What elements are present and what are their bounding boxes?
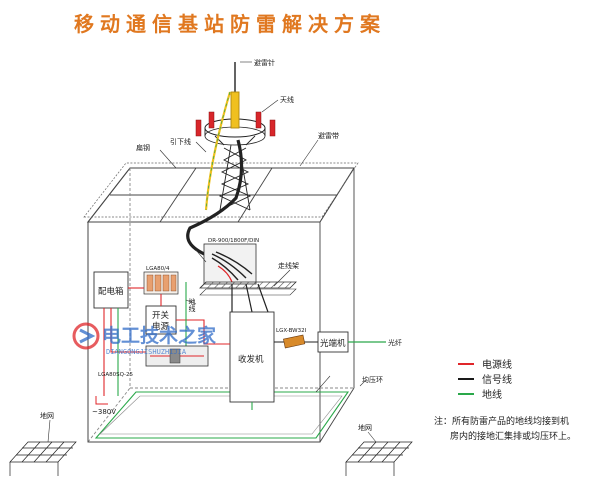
equipotential-ring-label: 均压环 <box>362 375 383 384</box>
antenna-label: 天线 <box>280 95 294 104</box>
lightning-rod-label: 避雷针 <box>254 58 275 67</box>
feeder-spd-label: DR-900/1800F/DIN <box>208 238 259 244</box>
equipotential-ring <box>94 391 350 439</box>
legend-signal-label: 信号线 <box>482 373 512 386</box>
legend-ground-label: 地线 <box>482 388 502 401</box>
cable-tray <box>199 281 297 313</box>
antenna-icons <box>195 111 276 137</box>
page-title: 移动通信基站防雷解决方案 <box>74 12 386 36</box>
distribution-spd-label: LGA80/4 <box>146 266 170 272</box>
optical-fiber-label: 光纤 <box>388 338 402 347</box>
note-line-1: 注：所有防雷产品的地线均接到机 <box>434 415 569 427</box>
signal-spd-label: LGX-BW32I <box>276 328 307 334</box>
cable-tray-label: 走线架 <box>278 261 299 270</box>
ground-grid-left <box>9 441 77 476</box>
distribution-box-label: 配电箱 <box>98 286 124 297</box>
voltage-label: ~380V <box>92 408 116 416</box>
down-conductor-label: 引下线 <box>170 137 191 146</box>
leader-lines <box>159 61 367 393</box>
ground-grid-right-label: 地网 <box>358 423 372 432</box>
feeder-cable <box>186 139 244 260</box>
lightning-strip-label: 避雷带 <box>318 131 339 140</box>
ground-wire-label: 地线 <box>188 297 196 312</box>
power-spd-rail <box>145 345 209 367</box>
distribution-spd <box>143 271 179 295</box>
ground-grid-right <box>345 441 413 476</box>
legend: 电源线 信号线 地线 <box>458 358 512 401</box>
flat-steel-label: 扁钢 <box>136 143 150 152</box>
note-line-2: 房内的接地汇集排或均压环上。 <box>450 430 576 442</box>
transceiver-label: 收发机 <box>238 354 264 365</box>
power-lines <box>103 287 230 396</box>
power-spd-label: LGA80SQ-25 <box>98 372 134 378</box>
signal-spd <box>274 331 386 353</box>
optical-terminal-label: 光端机 <box>320 338 346 349</box>
tower <box>204 62 266 211</box>
switch-power-label: 开关电源 <box>152 310 170 332</box>
ground-grid-left-label: 地网 <box>40 411 54 420</box>
transceiver-box <box>229 311 275 403</box>
room-structure <box>83 162 359 443</box>
distribution-box <box>93 271 129 309</box>
down-conductor <box>204 91 232 211</box>
watermark: 电工技术之家 DIANGONGJISHUZHIJIA <box>72 322 217 356</box>
watermark-subtext: DIANGONGJISHUZHIJIA <box>106 348 187 356</box>
legend-power-label: 电源线 <box>482 358 512 371</box>
incoming-power-line <box>95 396 108 405</box>
feeder-spd-panel <box>203 243 257 285</box>
switch-power-box <box>145 305 177 335</box>
watermark-text: 电工技术之家 <box>102 324 217 347</box>
